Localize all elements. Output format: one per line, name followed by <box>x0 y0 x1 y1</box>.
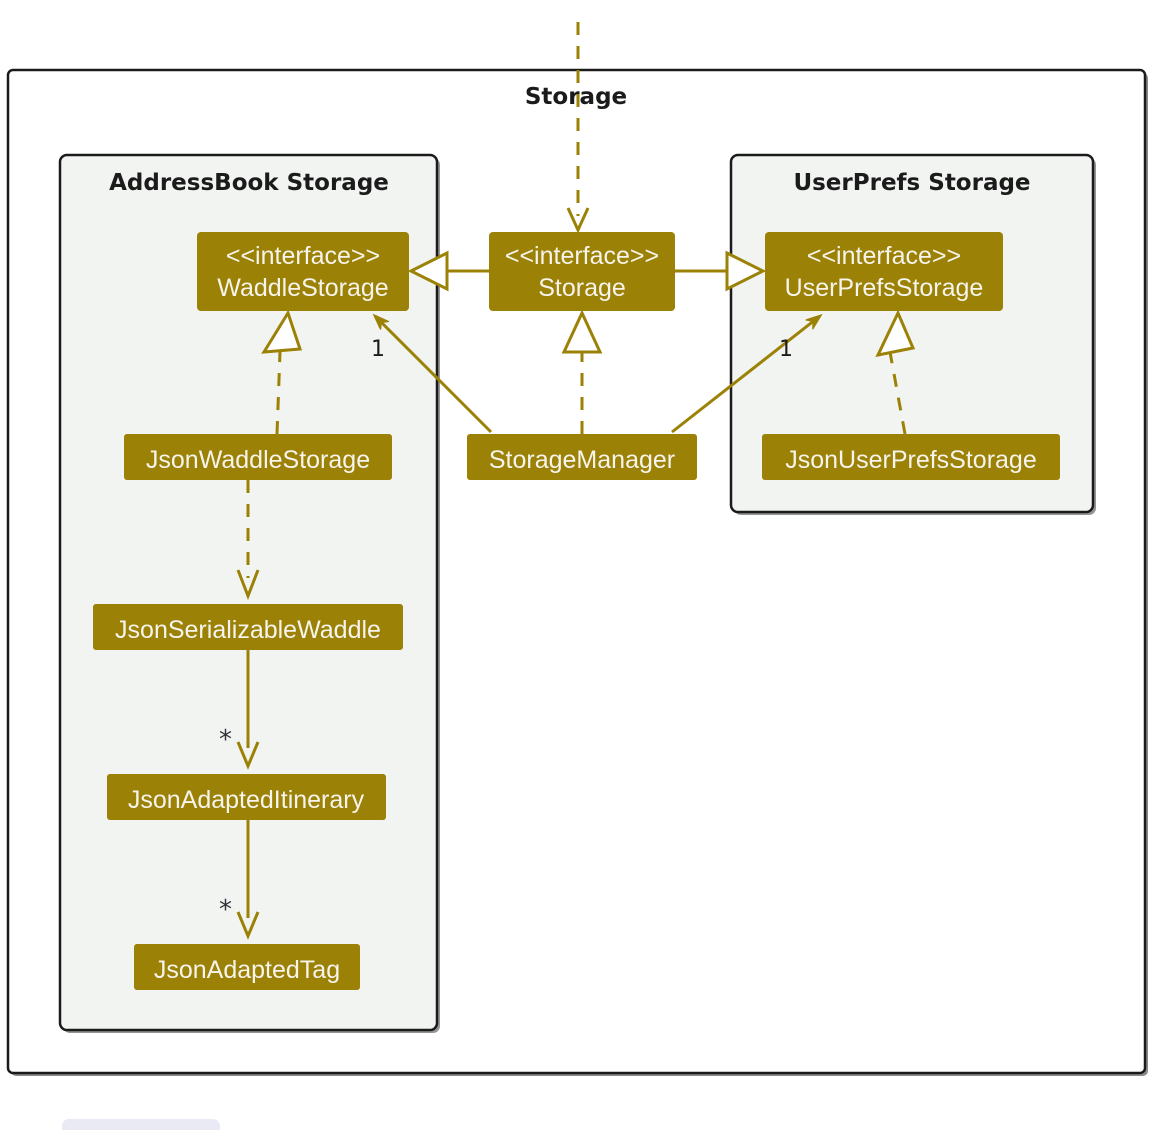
json-waddle-storage-label: JsonWaddleStorage <box>146 446 370 474</box>
json-serializable-waddle-box[interactable] <box>93 604 403 650</box>
storage-manager-class[interactable]: StorageManager <box>467 434 697 480</box>
json-adapted-itinerary-class[interactable]: JsonAdaptedItinerary <box>107 774 386 820</box>
userprefs-storage-box[interactable] <box>765 232 1003 311</box>
storage-userprefs-triangle <box>725 250 767 292</box>
json-waddle-storage-implements-waddle-storage <box>261 309 303 435</box>
json-userprefs-storage-class[interactable]: JsonUserPrefsStorage <box>762 434 1060 480</box>
storage-stereotype: <<interface>> <box>505 242 659 270</box>
mult-waddle-storage: 1 <box>371 337 385 362</box>
external-dependency-arrowhead <box>566 207 590 234</box>
json-waddle-storage-to-serializable-waddle <box>236 480 260 601</box>
mult-userprefs-storage: 1 <box>779 337 793 362</box>
serializable-itinerary-arrowhead <box>236 741 260 770</box>
serializable-waddle-to-adapted-itinerary: * <box>219 650 260 770</box>
waddle-storage-interface[interactable]: <<interface>> WaddleStorage <box>197 232 409 311</box>
addressbook-package-title: AddressBook Storage <box>109 170 389 196</box>
storage-manager-uses-userprefs-storage: 1 <box>671 316 820 434</box>
userprefs-storage-interface[interactable]: <<interface>> UserPrefsStorage <box>765 232 1003 311</box>
json-adapted-tag-class[interactable]: JsonAdaptedTag <box>134 944 360 990</box>
storage-box[interactable] <box>489 232 675 311</box>
mult-adapted-itinerary: * <box>219 725 232 755</box>
storage-extends-waddle-storage <box>407 250 489 292</box>
storage-waddle-triangle <box>407 250 449 292</box>
mult-adapted-tag: * <box>219 895 232 925</box>
json-serializable-waddle-class[interactable]: JsonSerializableWaddle <box>93 604 403 650</box>
json-adapted-itinerary-box[interactable] <box>107 774 386 820</box>
json-waddle-storage-class[interactable]: JsonWaddleStorage <box>124 434 392 480</box>
storage-extends-userprefs-storage <box>675 250 767 292</box>
json-userprefs-realization-triangle <box>875 309 916 358</box>
frame-title: Storage <box>525 84 627 110</box>
json-waddle-realization-triangle <box>261 309 303 354</box>
waddle-storage-label: WaddleStorage <box>217 274 388 302</box>
external-to-storage-dependency <box>566 22 590 234</box>
json-adapted-tag-label: JsonAdaptedTag <box>154 956 340 984</box>
storage-manager-storage-triangle <box>561 309 603 354</box>
storage-label: Storage <box>538 274 626 302</box>
storage-manager-uses-waddle-storage: 1 <box>371 316 493 434</box>
storage-manager-box[interactable] <box>467 434 697 480</box>
bottom-partial-chip[interactable] <box>62 1119 220 1130</box>
adapted-itinerary-to-adapted-tag: * <box>219 820 260 940</box>
json-adapted-itinerary-label: JsonAdaptedItinerary <box>128 786 365 814</box>
json-userprefs-storage-label: JsonUserPrefsStorage <box>785 446 1037 474</box>
userprefs-storage-label: UserPrefsStorage <box>785 274 984 302</box>
waddle-storage-stereotype: <<interface>> <box>226 242 380 270</box>
json-userprefs-storage-box[interactable] <box>762 434 1060 480</box>
userprefs-package-title: UserPrefs Storage <box>793 170 1030 196</box>
storage-manager-label: StorageManager <box>489 446 675 474</box>
json-userprefs-storage-implements-userprefs-storage <box>875 309 916 435</box>
storage-manager-waddle-line <box>375 316 493 434</box>
storage-interface[interactable]: <<interface>> Storage <box>489 232 675 311</box>
itinerary-tag-arrowhead <box>236 911 260 940</box>
json-serializable-waddle-label: JsonSerializableWaddle <box>115 616 381 644</box>
storage-manager-userprefs-line <box>671 316 820 434</box>
storage-manager-implements-storage <box>561 309 603 434</box>
json-adapted-tag-box[interactable] <box>134 944 360 990</box>
json-waddle-storage-box[interactable] <box>124 434 392 480</box>
waddle-storage-box[interactable] <box>197 232 409 311</box>
userprefs-storage-stereotype: <<interface>> <box>807 242 961 270</box>
json-waddle-serializable-arrowhead <box>236 569 260 601</box>
